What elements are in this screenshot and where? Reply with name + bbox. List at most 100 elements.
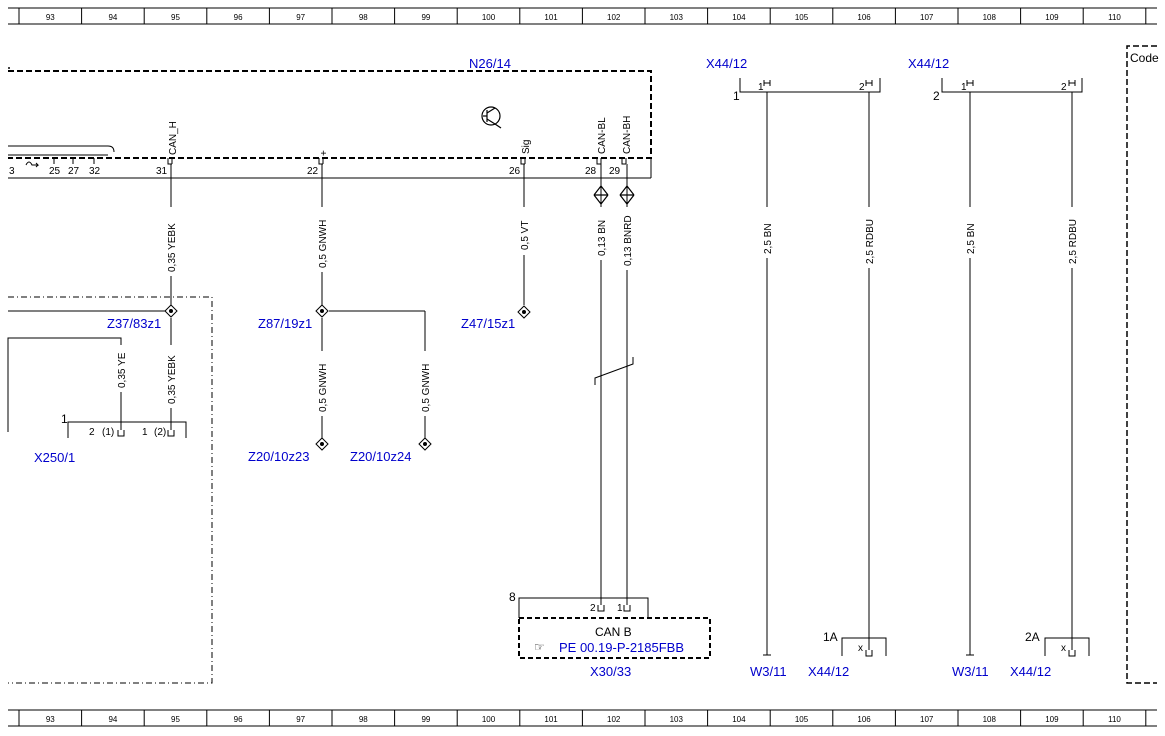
wire-label-31: 0,35 YEBK bbox=[167, 223, 178, 272]
label-w3-11-b[interactable]: W3/11 bbox=[952, 664, 989, 679]
wire-label-x250-a: 0,35 YE bbox=[117, 352, 128, 388]
top-ruler-column-105: 105 bbox=[795, 13, 809, 22]
top-ruler-column-102: 102 bbox=[607, 13, 621, 22]
bottom-ruler-column-96: 96 bbox=[234, 715, 243, 724]
wire-label-28: 0,13 BN bbox=[597, 220, 608, 256]
pin-31: 31 bbox=[156, 166, 168, 177]
top-ruler-column-107: 107 bbox=[920, 13, 934, 22]
bottom-ruler-column-101: 101 bbox=[544, 715, 558, 724]
n26-pin-sockets bbox=[167, 158, 627, 165]
x44b-pin-2: 2 bbox=[1061, 82, 1067, 93]
x250-area bbox=[8, 296, 213, 684]
top-ruler-column-96: 96 bbox=[234, 13, 243, 22]
top-ruler-column-108: 108 bbox=[983, 13, 997, 22]
x44a-pin-1: 1 bbox=[758, 82, 764, 93]
signal-sig: Sig bbox=[521, 140, 532, 154]
pointing-hand-icon: ☞ bbox=[534, 640, 545, 654]
x44b-conn-num: 2 bbox=[933, 89, 940, 103]
x30-pin-1: 1 bbox=[617, 603, 623, 614]
wire-label-x250-b: 0,35 YEBK bbox=[167, 355, 178, 404]
wire-label-z20-24: 0,5 GNWH bbox=[421, 364, 432, 412]
can-b-title: CAN B bbox=[595, 625, 632, 639]
label-z37-83z1[interactable]: Z37/83z1 bbox=[107, 316, 161, 331]
label-code: Code bbox=[1130, 51, 1159, 65]
top-ruler-column-101: 101 bbox=[544, 13, 558, 22]
label-x250-1[interactable]: X250/1 bbox=[34, 450, 75, 465]
wire-label-x44b-1: 2,5 BN bbox=[966, 223, 977, 254]
top-ruler-column-95: 95 bbox=[171, 13, 180, 22]
top-ruler-column-110: 110 bbox=[1108, 13, 1121, 22]
x250-pin-b: 1 bbox=[142, 427, 148, 438]
top-ruler-column-99: 99 bbox=[421, 13, 430, 22]
module-n26-14 bbox=[8, 67, 652, 179]
top-ruler-column-94: 94 bbox=[108, 13, 117, 22]
x250-pin-b-alt: (2) bbox=[154, 427, 166, 438]
bottom-ruler-column-94: 94 bbox=[108, 715, 117, 724]
connector-x44-12-a bbox=[739, 78, 881, 93]
bottom-ruler-column-104: 104 bbox=[732, 715, 746, 724]
pin-22: 22 bbox=[307, 166, 319, 177]
top-ruler-column-97: 97 bbox=[296, 13, 305, 22]
pin-3: 3 bbox=[9, 166, 15, 177]
x30-pin-2: 2 bbox=[590, 603, 596, 614]
label-z20-10z23[interactable]: Z20/10z23 bbox=[248, 449, 309, 464]
bottom-ruler-column-98: 98 bbox=[359, 715, 368, 724]
pin-27: 27 bbox=[68, 166, 80, 177]
signal-can-bh: CAN-BH bbox=[622, 116, 633, 154]
x30-conn-num: 8 bbox=[509, 590, 516, 604]
wire-label-x44a-2: 2,5 RDBU bbox=[865, 219, 876, 264]
label-n26-14[interactable]: N26/14 bbox=[469, 56, 511, 71]
x44a-pin-2: 2 bbox=[859, 82, 865, 93]
pin-25: 25 bbox=[49, 166, 61, 177]
top-ruler-column-98: 98 bbox=[359, 13, 368, 22]
bottom-ruler-column-99: 99 bbox=[421, 715, 430, 724]
label-w3-11-a[interactable]: W3/11 bbox=[750, 664, 787, 679]
x250-pin-a-alt: (1) bbox=[102, 427, 114, 438]
bottom-ruler-column-108: 108 bbox=[983, 715, 997, 724]
top-ruler-column-109: 109 bbox=[1045, 13, 1059, 22]
top-ruler-column-104: 104 bbox=[732, 13, 746, 22]
bottom-ruler-column-107: 107 bbox=[920, 715, 934, 724]
label-x44-12-b[interactable]: X44/12 bbox=[908, 56, 949, 71]
bottom-ruler-column-102: 102 bbox=[607, 715, 621, 724]
wires bbox=[7, 92, 1073, 656]
label-x44-12-a[interactable]: X44/12 bbox=[706, 56, 747, 71]
code-box bbox=[1126, 45, 1157, 684]
x30-33-block bbox=[518, 597, 711, 659]
wire-label-x44b-2: 2,5 RDBU bbox=[1068, 219, 1079, 264]
connector-x44-12-c bbox=[841, 637, 887, 657]
pin-28: 28 bbox=[585, 166, 597, 177]
bottom-ruler-column-97: 97 bbox=[296, 715, 305, 724]
label-x30-33[interactable]: X30/33 bbox=[590, 664, 631, 679]
pin-29: 29 bbox=[609, 166, 621, 177]
label-z87-19z1[interactable]: Z87/19z1 bbox=[258, 316, 312, 331]
bottom-ruler-column-110: 110 bbox=[1108, 715, 1121, 724]
bottom-ruler-column-109: 109 bbox=[1045, 715, 1059, 724]
x44b-pin-1: 1 bbox=[961, 82, 967, 93]
bottom-ruler-column-95: 95 bbox=[171, 715, 180, 724]
connector-x44-12-b bbox=[941, 78, 1083, 93]
x44c-conn-num: 1A bbox=[823, 630, 838, 644]
label-z20-10z24[interactable]: Z20/10z24 bbox=[350, 449, 411, 464]
bottom-ruler-column-105: 105 bbox=[795, 715, 809, 724]
can-line-markers bbox=[593, 185, 635, 205]
can-b-reference-link[interactable]: PE 00.19-P-2185FBB bbox=[559, 640, 684, 655]
signal-can-bl: CAN-BL bbox=[597, 117, 608, 154]
transistor-icon bbox=[481, 106, 502, 129]
pin-32: 32 bbox=[89, 166, 101, 177]
signal-plus: + bbox=[319, 150, 330, 156]
top-ruler-column-103: 103 bbox=[670, 13, 684, 22]
x250-pin-a: 2 bbox=[89, 427, 95, 438]
bottom-ruler-column-103: 103 bbox=[670, 715, 684, 724]
x44d-conn-num: 2A bbox=[1025, 630, 1040, 644]
bottom-ruler-column-106: 106 bbox=[857, 715, 871, 724]
top-ruler-column-106: 106 bbox=[857, 13, 871, 22]
label-x44-12-d[interactable]: X44/12 bbox=[1010, 664, 1051, 679]
label-z47-15z1[interactable]: Z47/15z1 bbox=[461, 316, 515, 331]
x44d-x-mark: x bbox=[1061, 643, 1066, 654]
label-x44-12-c[interactable]: X44/12 bbox=[808, 664, 849, 679]
x44a-conn-num: 1 bbox=[733, 89, 740, 103]
